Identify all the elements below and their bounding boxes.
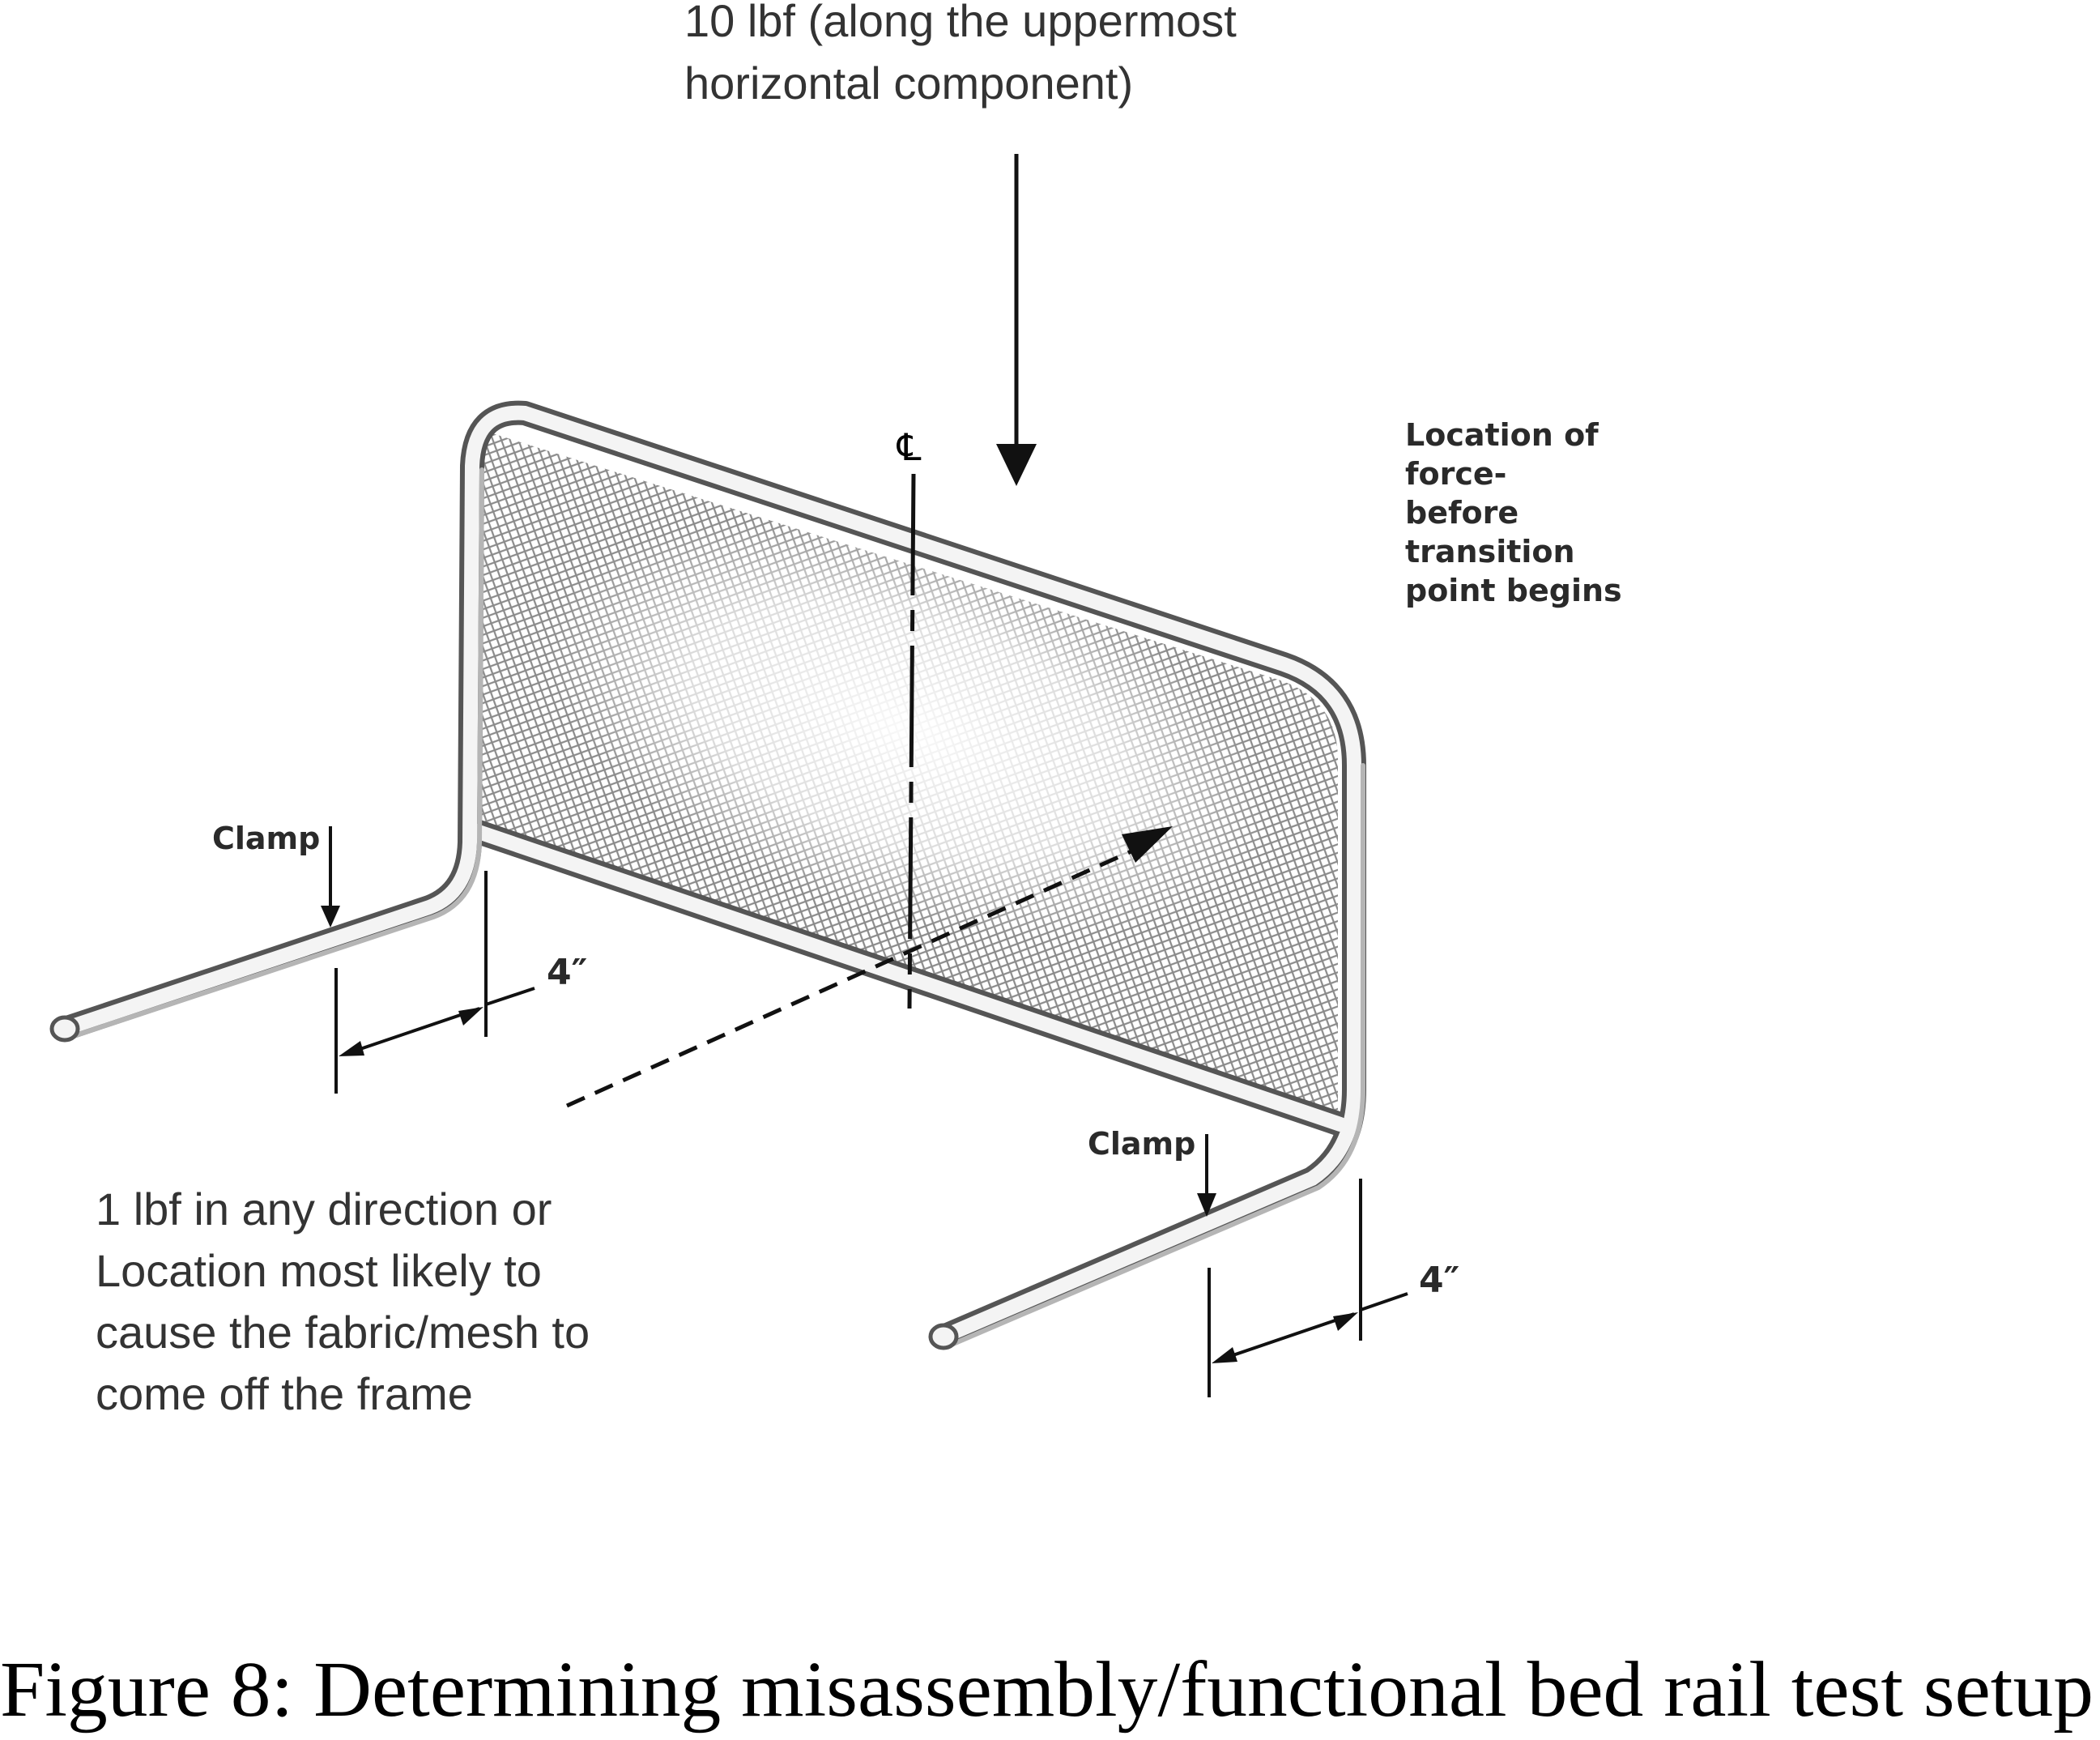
figure-caption: Figure 8: Determining misassembly/functi… (0, 1646, 2094, 1734)
clamp-left-label: Clamp (212, 821, 320, 856)
side-force-line-4: come off the frame (96, 1368, 473, 1419)
location-note-line-4: transition (1405, 534, 1575, 569)
clamp-right: Clamp (1088, 1126, 1216, 1217)
top-force-line-2: horizontal component) (684, 58, 1133, 109)
dimension-left: 4″ (334, 871, 587, 1094)
dimension-right-label: 4″ (1419, 1260, 1459, 1301)
side-force-line-3: cause the fabric/mesh to (96, 1307, 590, 1358)
right-tube-end (928, 1323, 959, 1350)
centerline: ℄ (897, 427, 922, 1009)
side-force-arrow (565, 826, 1173, 1108)
left-tube-end (49, 1015, 80, 1043)
top-force-arrow (996, 154, 1037, 486)
side-force-line-2: Location most likely to (96, 1245, 542, 1296)
side-force-label: 1 lbf in any direction or Location most … (96, 1183, 590, 1419)
location-note: Location of force- before transition poi… (1405, 417, 1622, 608)
centerline-symbol: ℄ (897, 427, 922, 468)
clamp-right-label: Clamp (1088, 1126, 1195, 1162)
location-note-line-3: before (1405, 495, 1519, 531)
side-force-line-1: 1 lbf in any direction or (96, 1183, 552, 1235)
top-force-label: 10 lbf (along the uppermost horizontal c… (684, 0, 1237, 109)
mesh-panel (472, 433, 1339, 1122)
dimension-right: 4″ (1208, 1179, 1459, 1397)
location-note-line-5: point begins (1405, 573, 1622, 608)
rail-frame (49, 400, 1366, 1350)
location-note-line-2: force- (1405, 456, 1506, 492)
location-note-line-1: Location of (1405, 417, 1599, 453)
top-force-line-1: 10 lbf (along the uppermost (684, 0, 1237, 46)
clamp-left: Clamp (212, 821, 340, 928)
dimension-left-label: 4″ (547, 952, 587, 993)
